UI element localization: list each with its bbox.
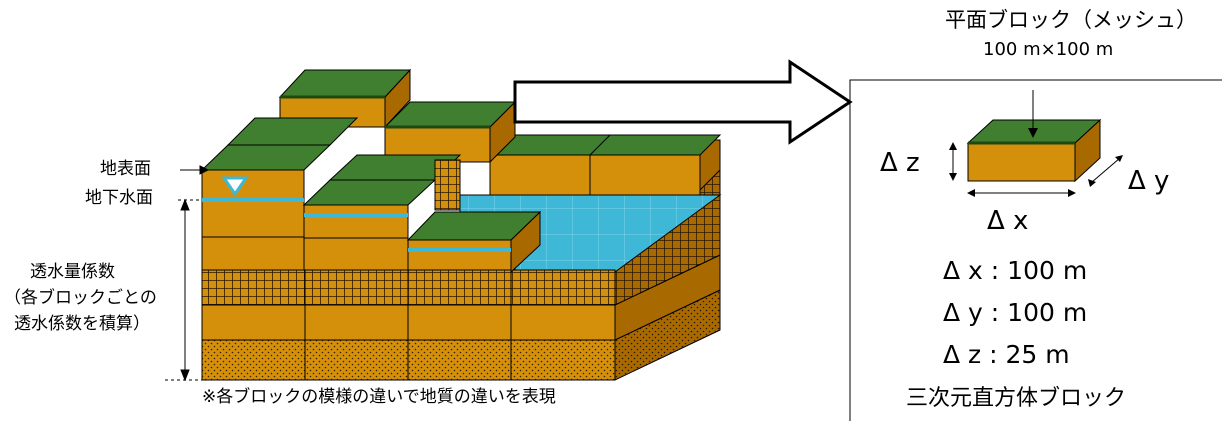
mid-col-back-face [434, 159, 461, 211]
mesh-title: 平面ブロック（メッシュ） [945, 8, 1197, 32]
transmissivity-label-1: 透水量係数 [30, 262, 115, 282]
left-col-front-low [201, 236, 305, 271]
water-table-label: 地下水面 [85, 188, 153, 208]
detail-frame [849, 79, 1222, 421]
mid-col-front-top [303, 204, 409, 239]
dz-arrow-down-icon [949, 173, 957, 181]
dim-x: Δ x : 100 m [943, 256, 1088, 285]
mid-col-top-back [328, 154, 462, 181]
left-col-top-back [226, 117, 359, 146]
right-col-front [407, 239, 512, 271]
right-col-top [406, 211, 542, 241]
dim-y: Δ y : 100 m [943, 298, 1088, 327]
delta-y-label: Δ y [1128, 166, 1170, 196]
back-block-front-2 [589, 154, 701, 196]
back-block-front-1 [489, 154, 591, 196]
left-col-front-mid [201, 199, 305, 238]
transmissivity-arrow-down-icon [180, 369, 190, 382]
transmissivity-arrow-up-icon [180, 198, 190, 211]
dy-arrow-up-icon [1115, 155, 1123, 162]
left-col-front-top [201, 169, 305, 201]
transmissivity-label-2: （各ブロックごとの [4, 288, 157, 308]
delta-z-label: Δ z [880, 148, 920, 178]
dx-arrow-right-icon [1068, 189, 1076, 197]
dx-arrow-left-icon [967, 189, 975, 197]
left-col-top [200, 144, 332, 171]
dz-arrow-up-icon [949, 142, 957, 150]
back-block-top [488, 134, 722, 156]
footnote: ※各ブロックの模様の違いで地質の違いを表現 [202, 387, 556, 407]
delta-x-label: Δ x [987, 206, 1029, 236]
water-table-marker-icon [221, 176, 249, 197]
mid-col-front-low [303, 237, 409, 271]
block-caption: 三次元直方体ブロック [906, 386, 1127, 411]
mesh-pointer-arrow-icon [1028, 128, 1038, 138]
ground-arrow-head-icon [199, 165, 210, 175]
dy-arrow-down-icon [1088, 179, 1096, 187]
block-model [165, 68, 722, 382]
mesh-size: 100 m×100 m [983, 39, 1114, 60]
transmissivity-label-3: 透水係数を積算） [14, 314, 150, 334]
mid-col-top [302, 179, 437, 206]
dim-z: Δ z : 25 m [943, 340, 1070, 369]
ground-surface-label: 地表面 [100, 159, 151, 179]
magnify-arrow-icon [513, 59, 853, 145]
